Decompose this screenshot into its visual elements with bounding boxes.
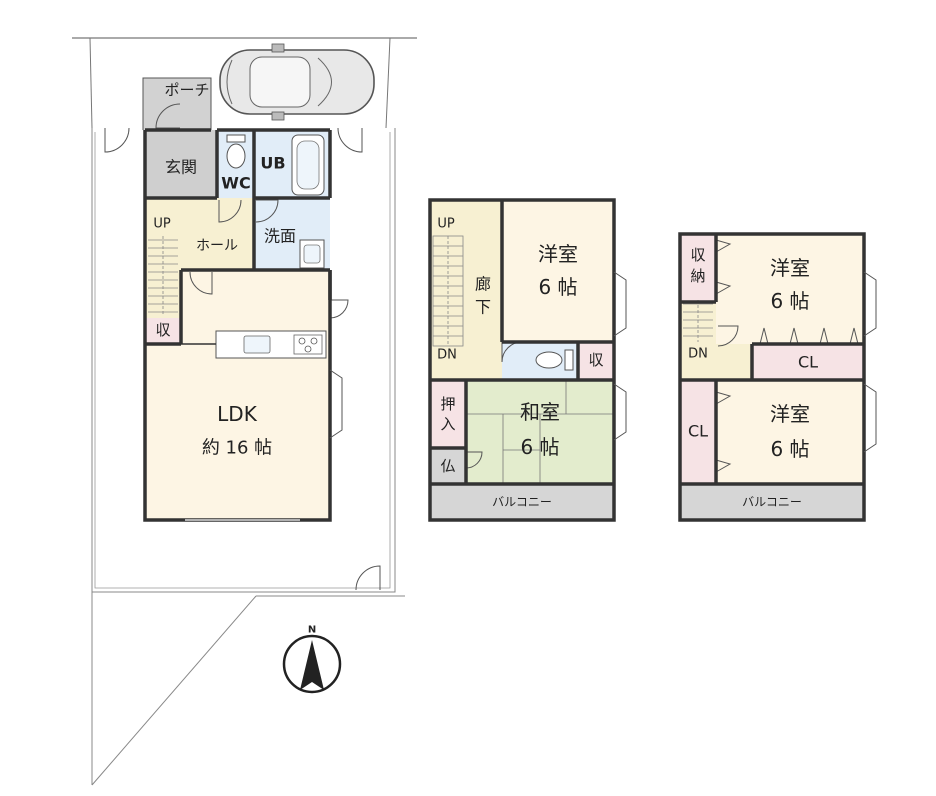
ldk — [181, 270, 330, 520]
floor2-walls — [428, 198, 616, 522]
western-room-label: 洋室 — [538, 242, 578, 266]
corridor — [430, 200, 502, 380]
entrance-label: 玄関 — [165, 158, 197, 177]
balcony-label: バルコニー — [742, 495, 802, 509]
closet-2 — [680, 380, 716, 484]
hall-label: ホール — [196, 238, 238, 254]
north-label: N — [308, 625, 316, 636]
storage-label: 収 — [588, 351, 603, 369]
balcony — [680, 484, 864, 520]
japanese-room-size: 6 帖 — [520, 435, 559, 459]
storage-label-top: 収 — [690, 246, 705, 264]
western-room-size: 6 帖 — [538, 275, 577, 299]
storage — [578, 342, 614, 380]
closet-2-label: CL — [688, 422, 708, 441]
storage-label: 収 — [155, 321, 170, 339]
porch-label: ポーチ — [164, 81, 209, 99]
landing — [680, 344, 752, 380]
porch: ポーチ — [142, 77, 212, 130]
compass: N — [282, 625, 342, 694]
floor3: 収 納 DN 洋室 6 帖 CL CL 洋室 6 帖 バルコニー — [678, 232, 877, 522]
washroom-label: 洗面 — [264, 227, 296, 246]
butsudan-label: 仏 — [440, 457, 455, 475]
western-room — [502, 200, 614, 342]
stair-dn-label: DN — [688, 347, 708, 362]
staircase — [432, 235, 464, 347]
closet-1 — [752, 344, 864, 380]
floor1: ポーチ — [142, 77, 349, 522]
toilet-icon — [535, 349, 574, 371]
site-boundary — [72, 37, 417, 786]
washbasin-icon — [299, 239, 325, 269]
balcony — [430, 484, 614, 520]
western-room-1-size: 6 帖 — [770, 289, 809, 313]
western-room-1 — [716, 234, 864, 344]
wc-label: WC — [221, 174, 250, 193]
oshiire-label-bottom: 入 — [440, 415, 455, 433]
staircase — [683, 300, 713, 342]
oshiire-label-top: 押 — [440, 395, 455, 413]
stair-dn-label: DN — [437, 348, 457, 363]
car-icon — [219, 43, 375, 121]
north-arrow-icon — [300, 640, 324, 690]
floor2: UP DN 廊 下 洋室 6 帖 収 押 入 仏 和室 6 帖 バルコニー — [428, 198, 627, 522]
ub-label: UB — [260, 154, 285, 173]
oshiire — [430, 380, 466, 448]
staircase — [148, 236, 178, 316]
balcony-label: バルコニー — [492, 495, 552, 509]
stair-up-label: UP — [437, 217, 455, 232]
western-room-2 — [716, 380, 864, 484]
ldk-size-label: 約 16 帖 — [202, 438, 272, 459]
butsudan — [430, 448, 466, 484]
western-room-1-label: 洋室 — [770, 256, 810, 280]
corridor-label-top: 廊 — [475, 275, 491, 294]
kitchen-counter — [215, 330, 327, 359]
toilet-icon — [226, 134, 246, 169]
storage-label-bottom: 納 — [690, 267, 705, 285]
stair-up-label: UP — [153, 217, 171, 232]
ldk-label: LDK — [217, 402, 258, 426]
western-room-2-size: 6 帖 — [770, 437, 809, 461]
entrance — [145, 130, 217, 198]
storage — [680, 234, 716, 302]
closet-1-label: CL — [798, 353, 818, 372]
hall — [145, 198, 254, 270]
tatami-lines — [466, 380, 614, 484]
floor3-walls — [678, 232, 866, 522]
closet-doors — [715, 239, 859, 473]
bathtub-icon — [291, 134, 325, 196]
western-room-2-label: 洋室 — [770, 402, 810, 426]
storage — [145, 318, 181, 344]
corridor-label-bottom: 下 — [475, 298, 491, 317]
japanese-room-label: 和室 — [520, 400, 560, 424]
